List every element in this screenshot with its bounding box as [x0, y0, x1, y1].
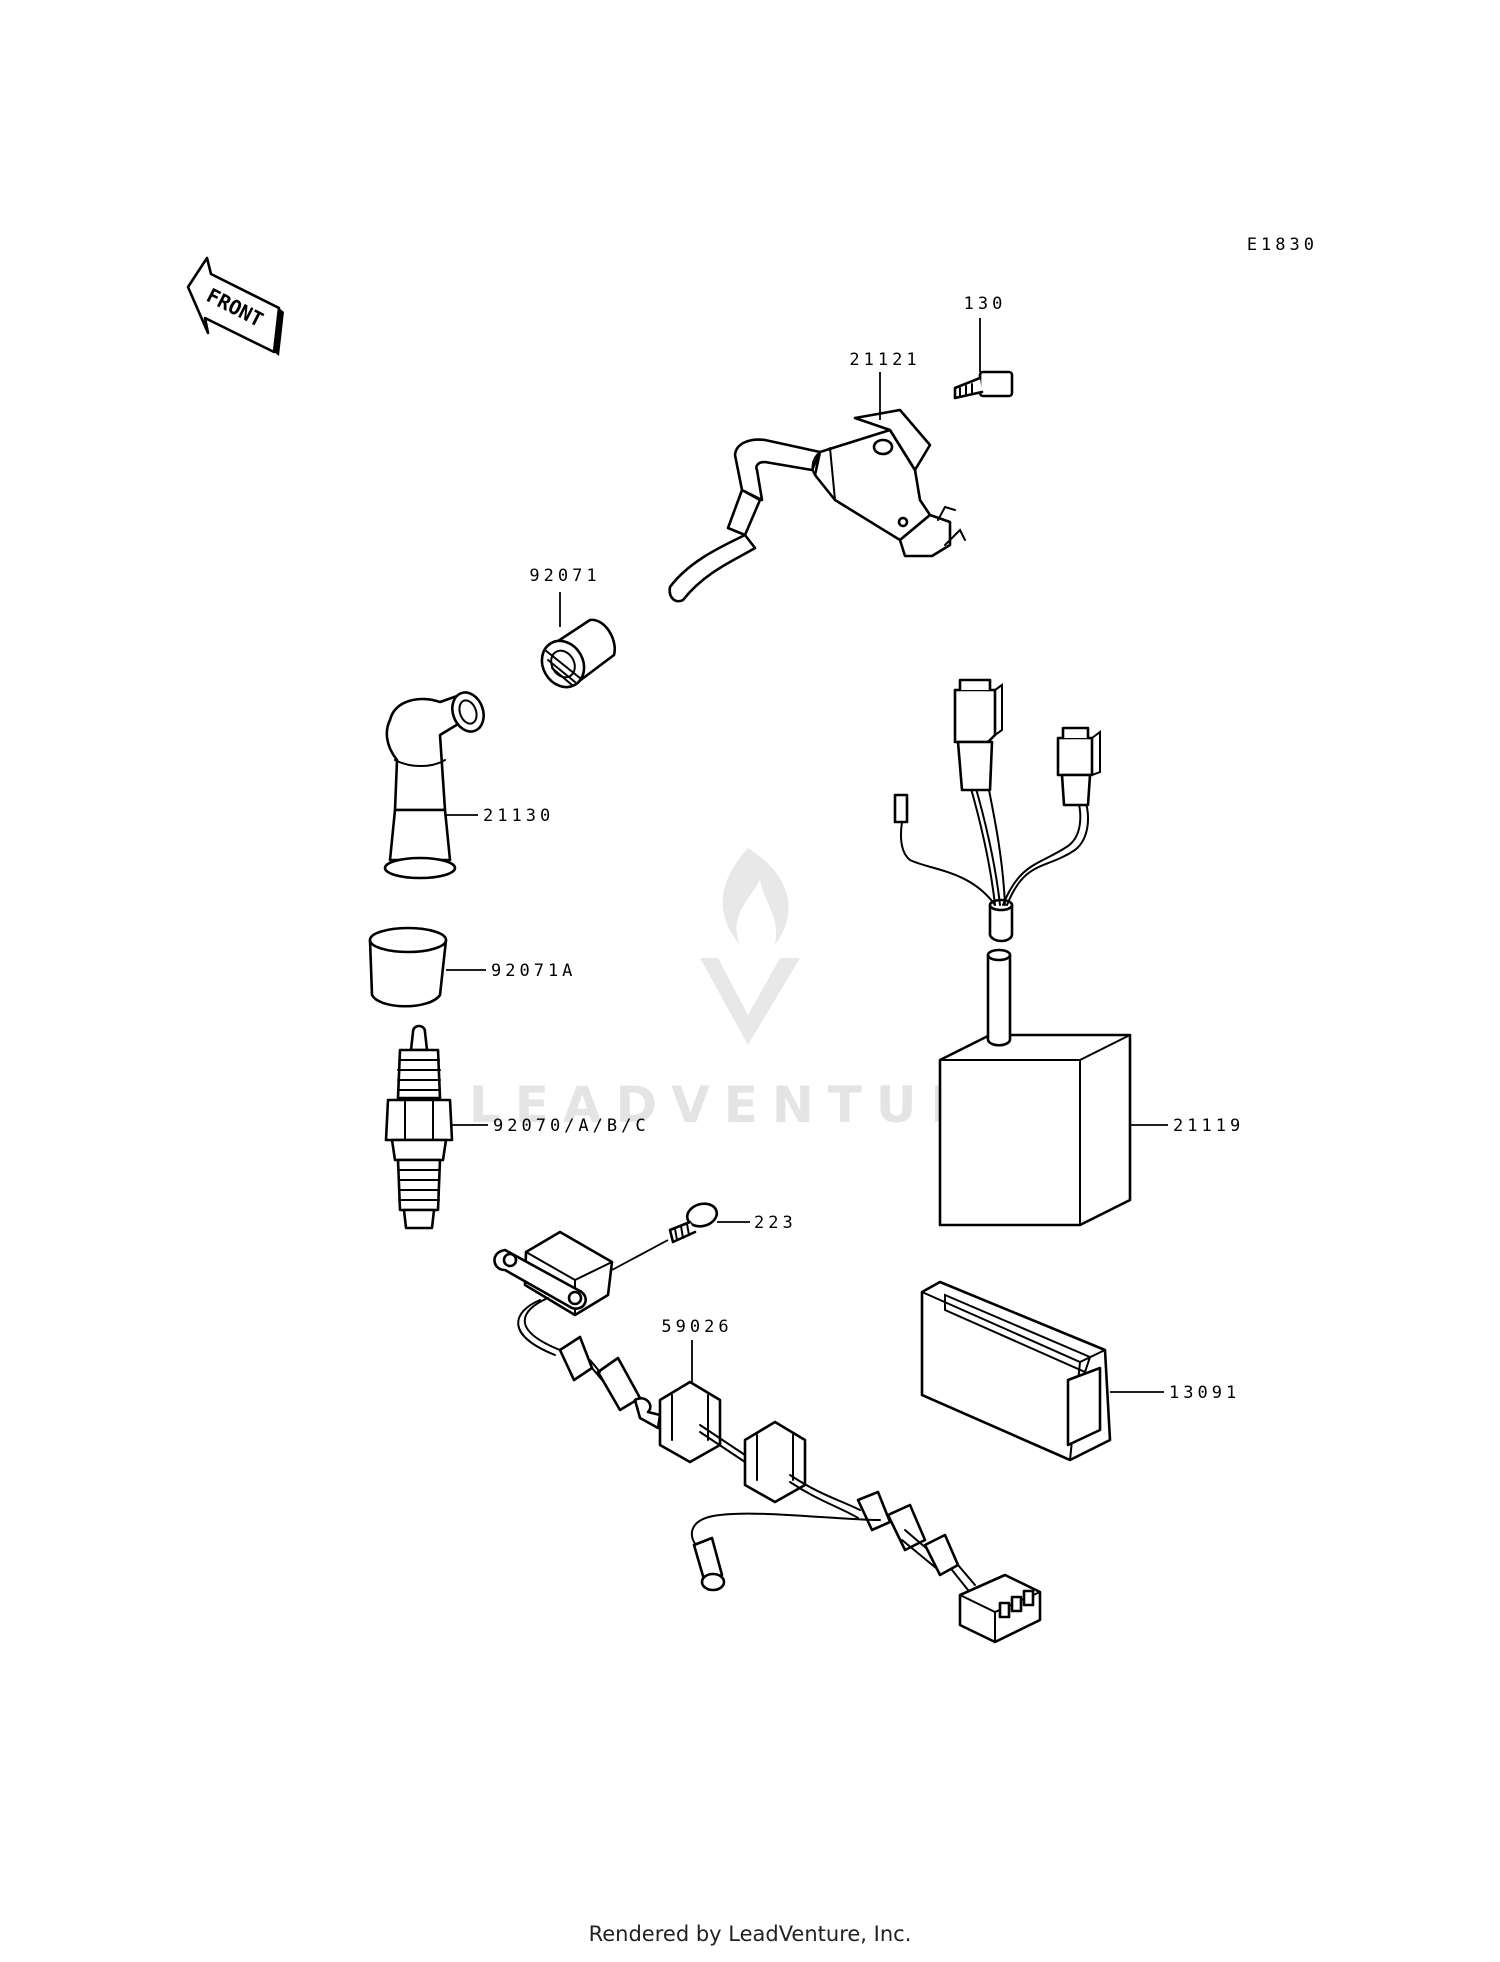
- part-21121-ignition-coil: [668, 372, 966, 603]
- label-13091: 13091: [1169, 1383, 1240, 1403]
- label-92071a: 92071A: [491, 961, 576, 981]
- watermark: LEADVENTURE: [469, 848, 1031, 1134]
- part-92070-spark-plug: [384, 1024, 488, 1230]
- part-59026-pickup-harness: [493, 1230, 1042, 1644]
- diagram-code: E1830: [1247, 235, 1318, 255]
- label-223: 223: [754, 1213, 797, 1233]
- label-21121: 21121: [849, 350, 920, 370]
- watermark-text: LEADVENTURE: [469, 1076, 1031, 1134]
- part-92071a-cap: [368, 926, 486, 1008]
- part-21119-cdi-unit: [893, 678, 1168, 1227]
- part-130-bolt: [953, 318, 1014, 400]
- label-59026: 59026: [661, 1317, 732, 1337]
- part-223-screw: [611, 1202, 750, 1271]
- front-arrow-icon: FRONT: [186, 256, 284, 356]
- label-92071: 92071: [529, 566, 600, 586]
- watermark-flame-logo: [700, 848, 800, 1045]
- part-21130-plug-cap: [383, 691, 485, 880]
- part-92071-cap: [540, 592, 617, 689]
- part-13091-holder: [920, 1280, 1164, 1462]
- label-21119: 21119: [1173, 1116, 1244, 1136]
- label-21130: 21130: [483, 806, 554, 826]
- footer-credit: Rendered by LeadVenture, Inc.: [588, 1922, 912, 1946]
- label-130: 130: [964, 294, 1007, 314]
- label-92070: 92070/A/B/C: [493, 1116, 650, 1136]
